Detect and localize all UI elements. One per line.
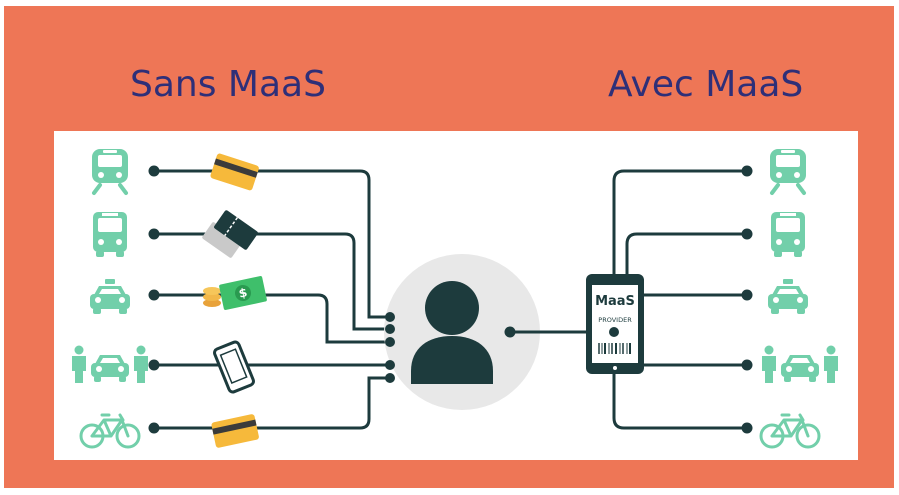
taxi-icon xyxy=(90,279,130,314)
user-line-endpoint xyxy=(504,326,516,338)
bus-icon xyxy=(93,212,127,257)
right-heading: Avec MaaS xyxy=(608,64,804,105)
provider-brand: MaaS xyxy=(595,294,635,309)
maas-provider-phone: MaaS PROVIDER xyxy=(586,274,644,374)
left-line-endpoints xyxy=(148,165,160,434)
left-heading: Sans MaaS xyxy=(130,64,326,105)
bicycle-icon xyxy=(759,413,821,449)
svg-text:$: $ xyxy=(237,285,248,300)
barcode xyxy=(598,343,631,354)
train-icon xyxy=(768,147,808,195)
train-icon xyxy=(90,147,130,195)
user-connector-dots xyxy=(385,312,395,383)
cash-icon: $ xyxy=(203,276,267,310)
right-line-endpoints xyxy=(741,165,753,434)
right-connection-lines xyxy=(612,169,747,430)
credit-card-icon xyxy=(210,413,260,449)
provider-subtitle: PROVIDER xyxy=(598,316,632,324)
car-sharing-icon xyxy=(762,345,838,383)
taxi-icon xyxy=(768,279,808,314)
maas-diagram: MaaS PROVIDER $ xyxy=(72,147,838,449)
bus-icon xyxy=(771,212,805,257)
user-icon xyxy=(411,281,493,384)
diagram-panel: MaaS PROVIDER $ xyxy=(54,131,858,460)
bicycle-icon xyxy=(79,413,141,449)
car-sharing-icon xyxy=(72,345,148,383)
smartphone-icon xyxy=(213,340,255,394)
tickets-icon xyxy=(202,210,258,258)
left-connection-lines xyxy=(154,169,390,430)
credit-card-icon xyxy=(209,152,260,192)
